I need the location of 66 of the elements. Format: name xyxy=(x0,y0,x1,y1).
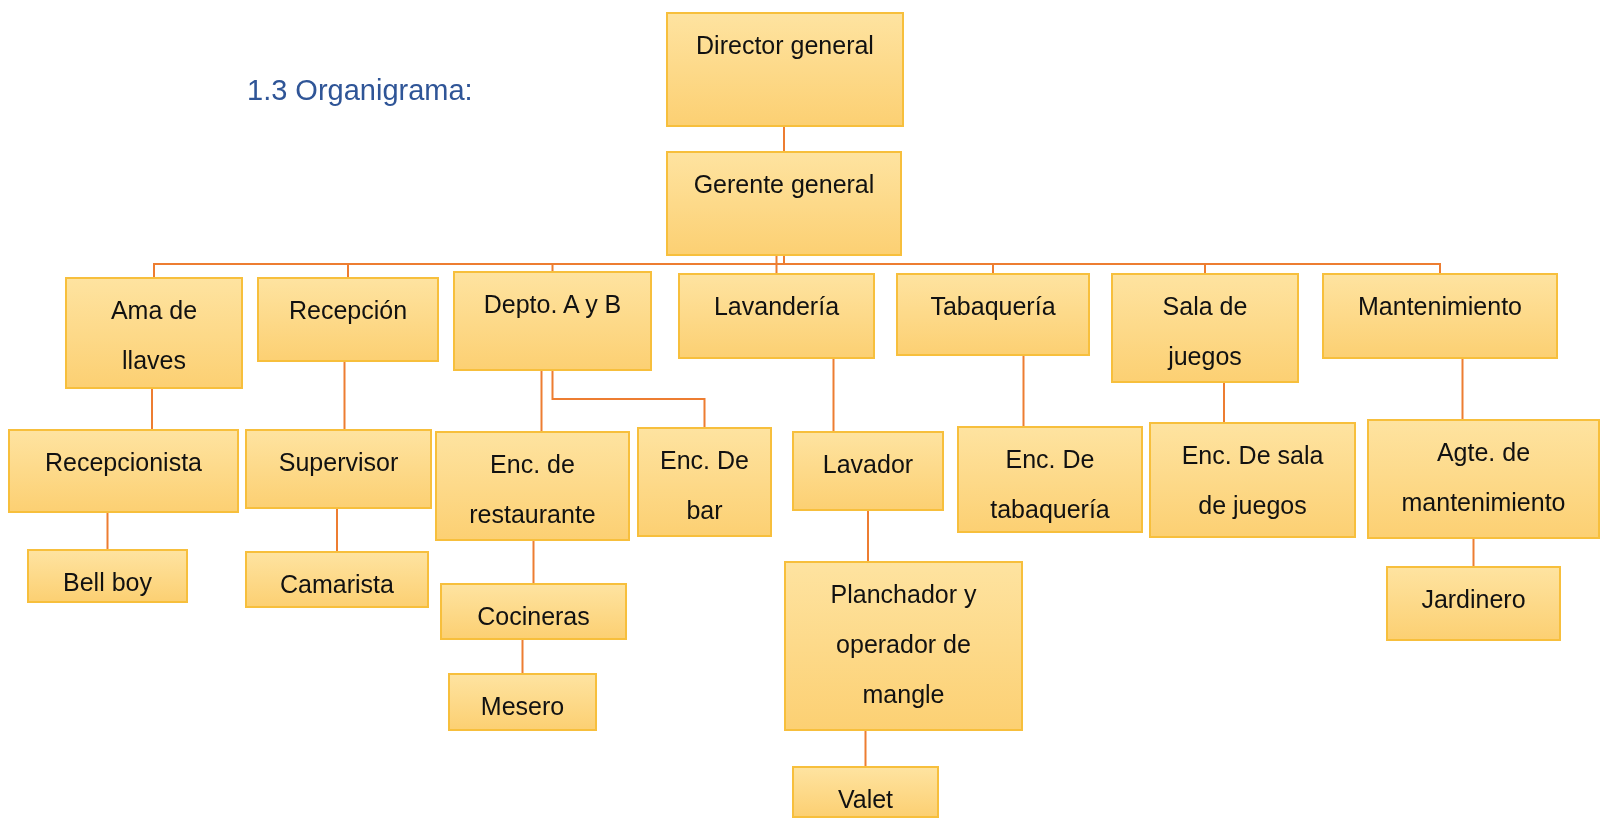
position-box xyxy=(245,429,432,509)
position-title: Depto. A y B xyxy=(483,289,622,320)
connector-line xyxy=(151,388,153,430)
position-box xyxy=(1386,566,1561,641)
position-box xyxy=(257,277,439,362)
position-title: Enc. De tabaquería xyxy=(989,444,1111,525)
position-box xyxy=(637,427,772,537)
position-title: Supervisor xyxy=(278,447,399,478)
position-title: Planchador y operador de mangle xyxy=(829,579,978,710)
position-title: Agte. de mantenimiento xyxy=(1400,437,1567,518)
position-box xyxy=(27,549,188,603)
position-title: Recepción xyxy=(288,295,408,326)
position-title: Enc. De sala de juegos xyxy=(1180,440,1325,521)
position-title: Enc. de restaurante xyxy=(468,449,597,530)
position-box xyxy=(435,431,630,541)
position-title: Mantenimiento xyxy=(1358,291,1522,322)
position-box xyxy=(448,673,597,731)
position-box xyxy=(792,766,939,818)
position-title: Cocineras xyxy=(477,601,590,632)
position-box xyxy=(453,271,652,371)
position-title: Jardinero xyxy=(1421,584,1526,615)
connector-line xyxy=(540,370,543,432)
connector-line xyxy=(783,126,785,152)
position-box xyxy=(957,426,1143,533)
position-box xyxy=(245,551,429,608)
connector-line xyxy=(1472,538,1475,567)
position-box xyxy=(666,151,902,256)
position-box xyxy=(792,431,944,511)
position-box xyxy=(1149,422,1356,538)
connector-line xyxy=(521,639,524,674)
connector-line xyxy=(343,361,346,430)
position-box xyxy=(678,273,875,359)
connector-line xyxy=(532,540,535,584)
position-box xyxy=(666,12,904,127)
position-box xyxy=(65,277,243,389)
position-title: Tabaquería xyxy=(930,291,1056,322)
position-title: Recepcionista xyxy=(45,447,202,478)
position-title: Lavandería xyxy=(713,291,840,322)
position-box xyxy=(1367,419,1600,539)
heading: 1.3 Organigrama: xyxy=(247,74,473,107)
connector-line xyxy=(1223,382,1225,423)
position-box xyxy=(440,583,627,640)
position-box xyxy=(1322,273,1558,359)
connector-line xyxy=(867,510,869,562)
position-title: Sala de juegos xyxy=(1161,291,1249,372)
connector-line xyxy=(551,370,706,428)
position-title: Enc. De bar xyxy=(659,445,750,526)
position-title: Ama de llaves xyxy=(109,295,199,376)
position-title: Valet xyxy=(837,784,894,815)
connector-line xyxy=(336,508,338,552)
position-title: Bell boy xyxy=(63,567,152,598)
connector-line xyxy=(832,358,835,432)
position-title: Lavador xyxy=(822,449,914,480)
connector-line xyxy=(1461,358,1464,420)
position-title: Mesero xyxy=(480,691,565,722)
connector-line xyxy=(1022,355,1025,427)
position-title: Camarista xyxy=(280,569,394,600)
connector-line xyxy=(864,730,867,767)
connector-line xyxy=(775,255,778,274)
position-box xyxy=(1111,273,1299,383)
position-box xyxy=(784,561,1023,731)
position-box xyxy=(8,429,239,513)
position-box xyxy=(896,273,1090,356)
connector-line xyxy=(106,512,109,550)
position-title: Gerente general xyxy=(693,169,875,200)
position-title: Director general xyxy=(696,30,874,61)
